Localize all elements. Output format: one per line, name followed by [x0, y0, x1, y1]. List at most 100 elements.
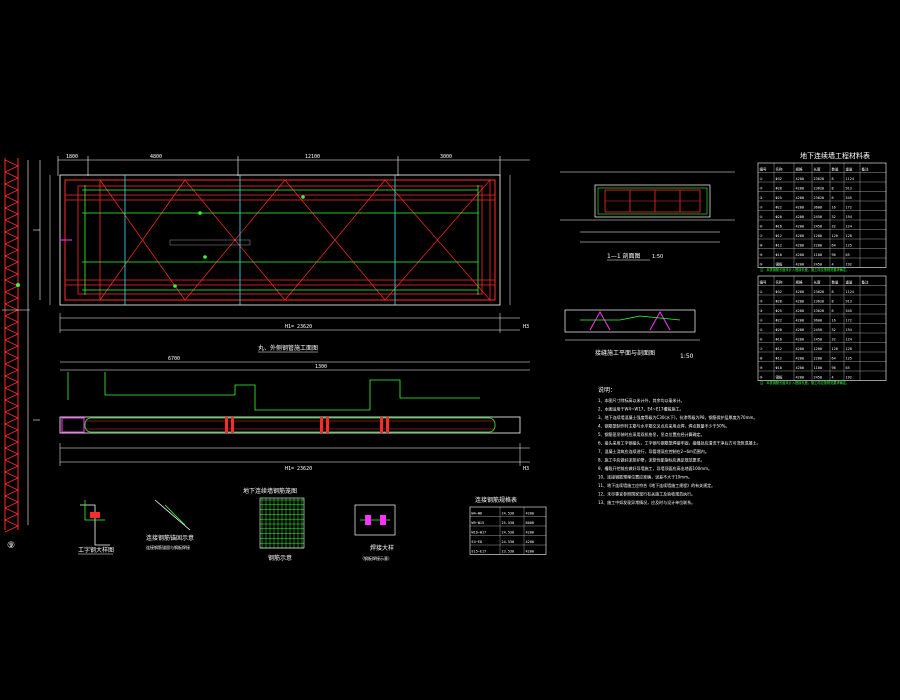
table-cell: E4~E8 — [472, 540, 483, 544]
table-cell: 913 — [846, 300, 852, 304]
table-cell: Φ16 — [776, 338, 782, 342]
detail-anchor-title: 连接钢筋锚固示意 — [146, 534, 194, 542]
table-cell: 64 — [832, 357, 836, 361]
detail-anchor-note: 连接钢筋锚固与钢板焊接 — [146, 544, 190, 550]
table-cell: ⑥ — [760, 225, 764, 229]
table-cell: 1124 — [846, 177, 854, 181]
table-cell: 96 — [832, 253, 836, 257]
table-cell: 172 — [846, 206, 852, 210]
note-item: 10、连接钢筋预埋位置应准确，误差不大于10mm。 — [598, 474, 692, 480]
table-cell: 32 — [832, 225, 836, 229]
table-cell: Φ28 — [776, 187, 782, 191]
table-cell: 125 — [846, 357, 852, 361]
table-cell: ② — [760, 187, 764, 191]
detail-mesh-title: 地下连续墙钢筋笼图 — [243, 487, 297, 495]
table-header-cell: 编号 — [760, 167, 768, 172]
left-panel-label: ⑨ — [7, 541, 15, 551]
table-cell: 3600 — [814, 206, 822, 210]
table-header-cell: 备注 — [862, 280, 870, 285]
table-cell: ⑥ — [760, 338, 764, 342]
table-cell: 64 — [832, 244, 836, 248]
table-cell: 4 — [832, 263, 834, 267]
table-header-cell: 规格 — [796, 280, 804, 285]
table-cell: 6 — [832, 309, 834, 313]
table-cell: ⑤ — [760, 328, 764, 332]
table-cell: 2450 — [814, 328, 822, 332]
plan-dim-right: H3 — [523, 324, 529, 330]
table-cell: 172 — [846, 319, 852, 323]
table-cell: 2450 — [814, 215, 822, 219]
table-cell: 1124 — [846, 290, 854, 294]
section-dim-bottom: H1= 23620 — [285, 466, 312, 472]
note-item: 3、地下连续墙混凝土强度等级为C30(水下)，抗渗等级为P8，钢筋保护层厚度为7… — [598, 414, 757, 420]
table-header-cell: 数量 — [832, 167, 840, 172]
table-cell: ⑩ — [760, 263, 764, 267]
table-header-cell: 编号 — [760, 280, 768, 285]
table-cell: Φ32 — [776, 177, 782, 181]
table-cell: 23620 — [814, 196, 825, 200]
table-cell: 4200 — [796, 244, 804, 248]
plan-dim-bottom: H1= 23620 — [285, 324, 312, 330]
note-item: 12、未尽事宜参照国家现行有关施工及验收规范执行。 — [598, 491, 695, 497]
table-header-cell: 规格 — [796, 167, 804, 172]
table-cell: ④ — [760, 206, 764, 210]
detail-mesh: 地下连续墙钢筋笼图 钢筋示意 — [243, 487, 305, 562]
table-cell: 4200 — [796, 347, 804, 351]
notes-title: 说明： — [598, 386, 616, 394]
table-cell: 4200 — [796, 376, 804, 380]
table-cell: ⑧ — [760, 244, 764, 248]
table-cell: 4200 — [796, 225, 804, 229]
table-header-cell: 长度 — [814, 280, 822, 285]
table-cell: ⑩ — [760, 376, 764, 380]
table-cell: Φ28 — [776, 300, 782, 304]
table-cell: 128 — [846, 234, 852, 238]
table-cell: 24.530 — [502, 531, 515, 535]
note-item: 1、本图尺寸除标高以米计外，其余均以毫米计。 — [598, 397, 685, 403]
table-cell: 4200 — [796, 206, 804, 210]
detail-anchor: 连接钢筋锚固示意 连接钢筋锚固与钢板焊接 — [146, 499, 194, 550]
table-header-cell: 长度 — [814, 167, 822, 172]
table-cell: 4200 — [796, 253, 804, 257]
detail-weld: 焊接大样 （钢板焊接示意） — [354, 504, 396, 561]
small-table-title: 连接钢筋规格表 — [475, 496, 517, 504]
table-cell: 913 — [846, 187, 852, 191]
table-cell: ② — [760, 300, 764, 304]
detail-weld-sub: （钢板焊接示意） — [360, 555, 392, 561]
table-cell: 4200 — [796, 319, 804, 323]
table-cell: ③ — [760, 196, 764, 200]
section-joint-scale: 1:50 — [680, 353, 694, 360]
table-cell: 4 — [832, 376, 834, 380]
table-top-footnote: 注：本表钢筋长度未计入搭接长度，施工时应按规范要求确定。 — [760, 267, 849, 272]
section-1-1-scale: 1:50 — [652, 254, 663, 260]
table-cell: 23620 — [814, 187, 825, 191]
table-cell: 23620 — [814, 309, 825, 313]
section-joint: 接缝施工平面与剖面图 1:50 — [564, 309, 700, 360]
table-cell: 194 — [846, 215, 852, 219]
table-cell: 120 — [832, 234, 838, 238]
table-cell: Φ10 — [776, 366, 782, 370]
table-cell: 23620 — [814, 290, 825, 294]
table-cell: ① — [760, 177, 764, 181]
plan-view-title: 丸、外侧钢管施工面图 — [258, 344, 318, 352]
table-cell: 2200 — [814, 357, 822, 361]
table-header-cell: 重量 — [846, 167, 854, 172]
table-cell: 545 — [846, 309, 852, 313]
table-cell: 32 — [832, 338, 836, 342]
table-cell: Φ12 — [776, 244, 782, 248]
table-cell: E15~E17 — [472, 550, 487, 554]
table-cell: 4200 — [796, 338, 804, 342]
note-item: 6、接头采用工字钢接头，工字钢与钢筋笼焊接牢固，接缝处应清洗干净后方可浇筑混凝土… — [598, 440, 761, 446]
table-header-cell: 数量 — [832, 280, 840, 285]
table-cell: ③ — [760, 309, 764, 313]
table-cell: Φ12 — [776, 234, 782, 238]
table-cell: Φ25 — [776, 309, 782, 313]
notes-block: 说明： 1、本图尺寸除标高以米计外，其余均以毫米计。2、本图适用于W4~W17、… — [598, 386, 761, 505]
table-cell: W16~W17 — [472, 531, 487, 535]
table-cell: 4200 — [796, 196, 804, 200]
section-1-1-title: 1—1 剖面图 — [607, 252, 641, 260]
table-cell: ⑨ — [760, 253, 764, 257]
note-item: 11、地下连续墙施工应符合《地下连续墙施工规程》的有关规定。 — [598, 482, 715, 488]
table-cell: 24.530 — [502, 512, 515, 516]
note-item: 9、槽段开挖前应做好导墙施工，导墙顶面应高出地面100mm。 — [598, 465, 712, 471]
